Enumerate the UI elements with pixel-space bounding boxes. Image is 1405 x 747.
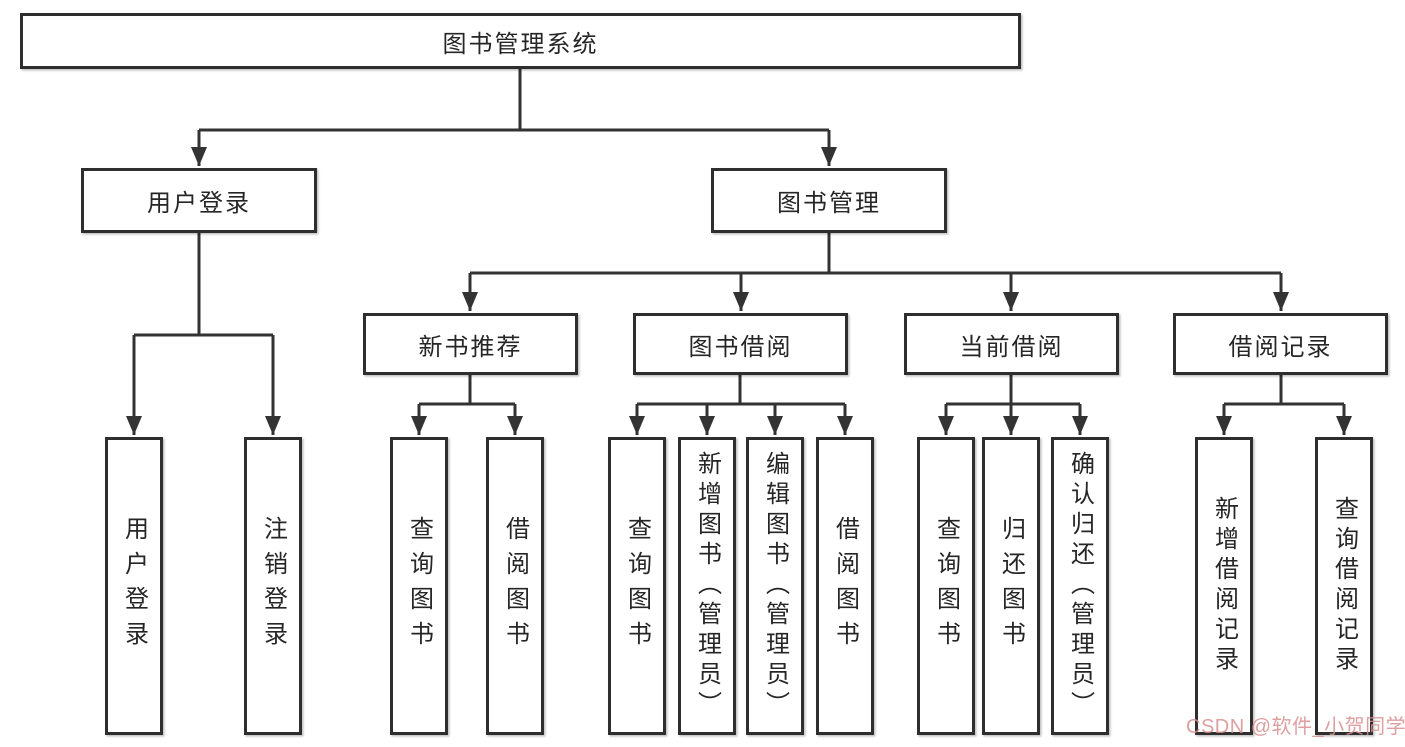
node-current-query-books: 查询图书 [917, 437, 975, 735]
node-borrowing-records: 借阅记录 [1173, 313, 1388, 375]
node-label: 查询图书 [932, 516, 960, 656]
node-add-books-admin: 新增图书（管理员） [678, 437, 736, 735]
node-label: 确认归还（管理员） [1066, 451, 1094, 721]
node-return-books: 归还图书 [982, 437, 1040, 735]
node-recommend-borrow-books: 借阅图书 [486, 437, 544, 735]
watermark: CSDN @软件_小贺同学 [1186, 716, 1405, 738]
node-logout: 注销登录 [244, 437, 302, 735]
node-confirm-return-admin: 确认归还（管理员） [1051, 437, 1109, 735]
node-book-borrowing: 图书借阅 [633, 313, 848, 375]
node-book-management: 图书管理 [711, 168, 947, 233]
node-borrow-query-books: 查询图书 [608, 437, 666, 735]
node-current-borrowing: 当前借阅 [904, 313, 1119, 375]
node-add-borrow-record: 新增借阅记录 [1195, 437, 1253, 735]
node-label: 查询借阅记录 [1330, 496, 1358, 676]
node-label: 借阅记录 [1228, 333, 1333, 361]
node-query-borrow-record: 查询借阅记录 [1315, 437, 1373, 735]
node-label: 当前借阅 [959, 333, 1064, 361]
node-label: 查询图书 [405, 516, 433, 656]
node-label: 借阅图书 [501, 516, 529, 656]
node-label: 借阅图书 [831, 516, 859, 656]
node-label: 图书管理 [777, 190, 881, 217]
node-user-login: 用户登录 [105, 437, 163, 735]
node-label: 注销登录 [259, 516, 287, 656]
node-label: 新书推荐 [418, 333, 523, 361]
node-edit-books-admin: 编辑图书（管理员） [746, 437, 804, 735]
node-user-login-group: 用户登录 [81, 168, 317, 233]
node-label: 编辑图书（管理员） [761, 451, 789, 721]
node-new-book-recommendation: 新书推荐 [363, 313, 578, 375]
node-label: 新增借阅记录 [1210, 496, 1238, 676]
node-label: 图书借阅 [688, 333, 793, 361]
node-library-system: 图书管理系统 [20, 13, 1021, 69]
node-label: 图书管理系统 [442, 30, 599, 58]
node-recommend-query-books: 查询图书 [390, 437, 448, 735]
node-label: 查询图书 [623, 516, 651, 656]
node-label: 归还图书 [997, 516, 1025, 656]
node-borrow-books: 借阅图书 [816, 437, 874, 735]
node-label: 新增图书（管理员） [693, 451, 721, 721]
node-label: 用户登录 [147, 190, 251, 217]
node-label: 用户登录 [120, 516, 148, 656]
